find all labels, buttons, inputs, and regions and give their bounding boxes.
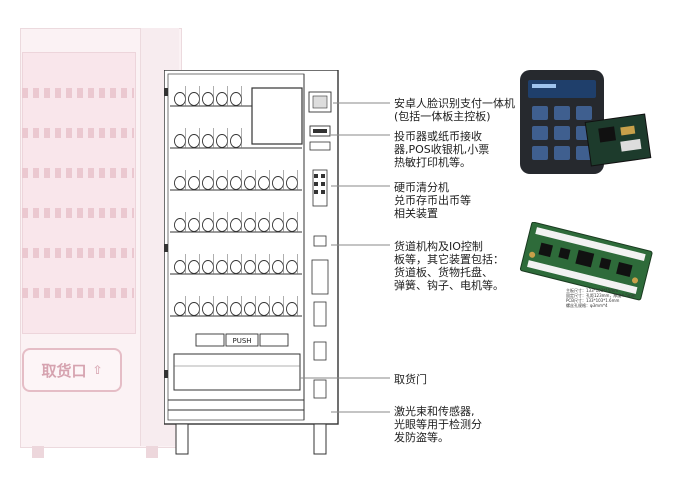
machine-leg-right [313, 423, 327, 455]
io-board-spec-list: 主板尺寸：133*103*15mm 固定尺寸：孔距123mm，厚度4.5mm P… [566, 288, 686, 308]
push-label: PUSH [232, 337, 251, 345]
bill-slot [313, 129, 327, 133]
cargo-controller-annotation: 货道机构及IO控制 板等，其它装置包括： 货道板、货物托盘、 弹簧、钩子、电机等… [394, 240, 504, 292]
background-shelf [22, 208, 134, 218]
card-reader-slot [312, 95, 328, 109]
background-foot [32, 446, 44, 458]
pickup-door-annotation: 取货门 [394, 373, 427, 386]
payment-devices-annotation: 投币器或纸币接收 器,POS收银机,小票 热敏打印机等。 [394, 130, 490, 169]
machine-leg-left [175, 423, 189, 455]
change-drawer [313, 341, 327, 361]
background-shelf [22, 288, 134, 298]
sensor-annotation: 激光束和传感器, 光眼等用于检测分 发防盗等。 [394, 405, 482, 444]
pickup-door [173, 353, 301, 391]
io-board-spec: 螺丝孔规格：φ3mm*4 [566, 303, 608, 308]
coin-return [313, 235, 327, 247]
up-arrow-icon: ⇧ [92, 363, 103, 377]
main-control-board [584, 113, 652, 167]
background-pickup-text: 取货口 [41, 361, 87, 380]
terminal-screen [528, 80, 596, 98]
terminal-keys [532, 106, 592, 160]
push-panel-right [259, 333, 289, 347]
hinge [164, 244, 168, 252]
product-shelves [170, 86, 302, 317]
background-shelf [22, 128, 134, 138]
io-board-chips [538, 242, 633, 278]
coin-device-annotation: 硬币清分机 兑币存币出币等 相关装置 [394, 181, 471, 220]
face-pay-annotation: 安卓人脸识别支付一体机 (包括一体板主控板) [394, 97, 515, 123]
io-board-terminals [527, 227, 646, 294]
io-control-box [311, 259, 329, 295]
io-board-spec: PCB尺寸：133*103*1.6mm [566, 298, 620, 303]
background-machine-glass [22, 52, 136, 334]
hinge [164, 88, 168, 96]
background-foot [146, 446, 158, 458]
face-pay-terminal-image [520, 70, 652, 174]
receipt-printer [309, 141, 331, 151]
background-shelf [22, 248, 134, 258]
hinge [164, 370, 168, 378]
io-board-spec: 主板尺寸：133*103*15mm [566, 288, 619, 293]
keypad [314, 174, 325, 194]
io-control-board-image [519, 222, 653, 301]
push-panel-left [195, 333, 225, 347]
push-flap [225, 333, 259, 347]
coin-changer [312, 169, 328, 207]
io-board-spec: 固定尺寸：孔距123mm，厚度4.5mm [566, 293, 636, 298]
background-shelf [22, 168, 134, 178]
face-pay-screen [251, 87, 303, 145]
background-pickup-label: 取货口 ⇧ [22, 348, 122, 392]
background-shelf [22, 88, 134, 98]
side-latch [313, 301, 327, 327]
sensor-module [313, 379, 327, 399]
vending-machine-drawing: PUSH [164, 70, 339, 455]
